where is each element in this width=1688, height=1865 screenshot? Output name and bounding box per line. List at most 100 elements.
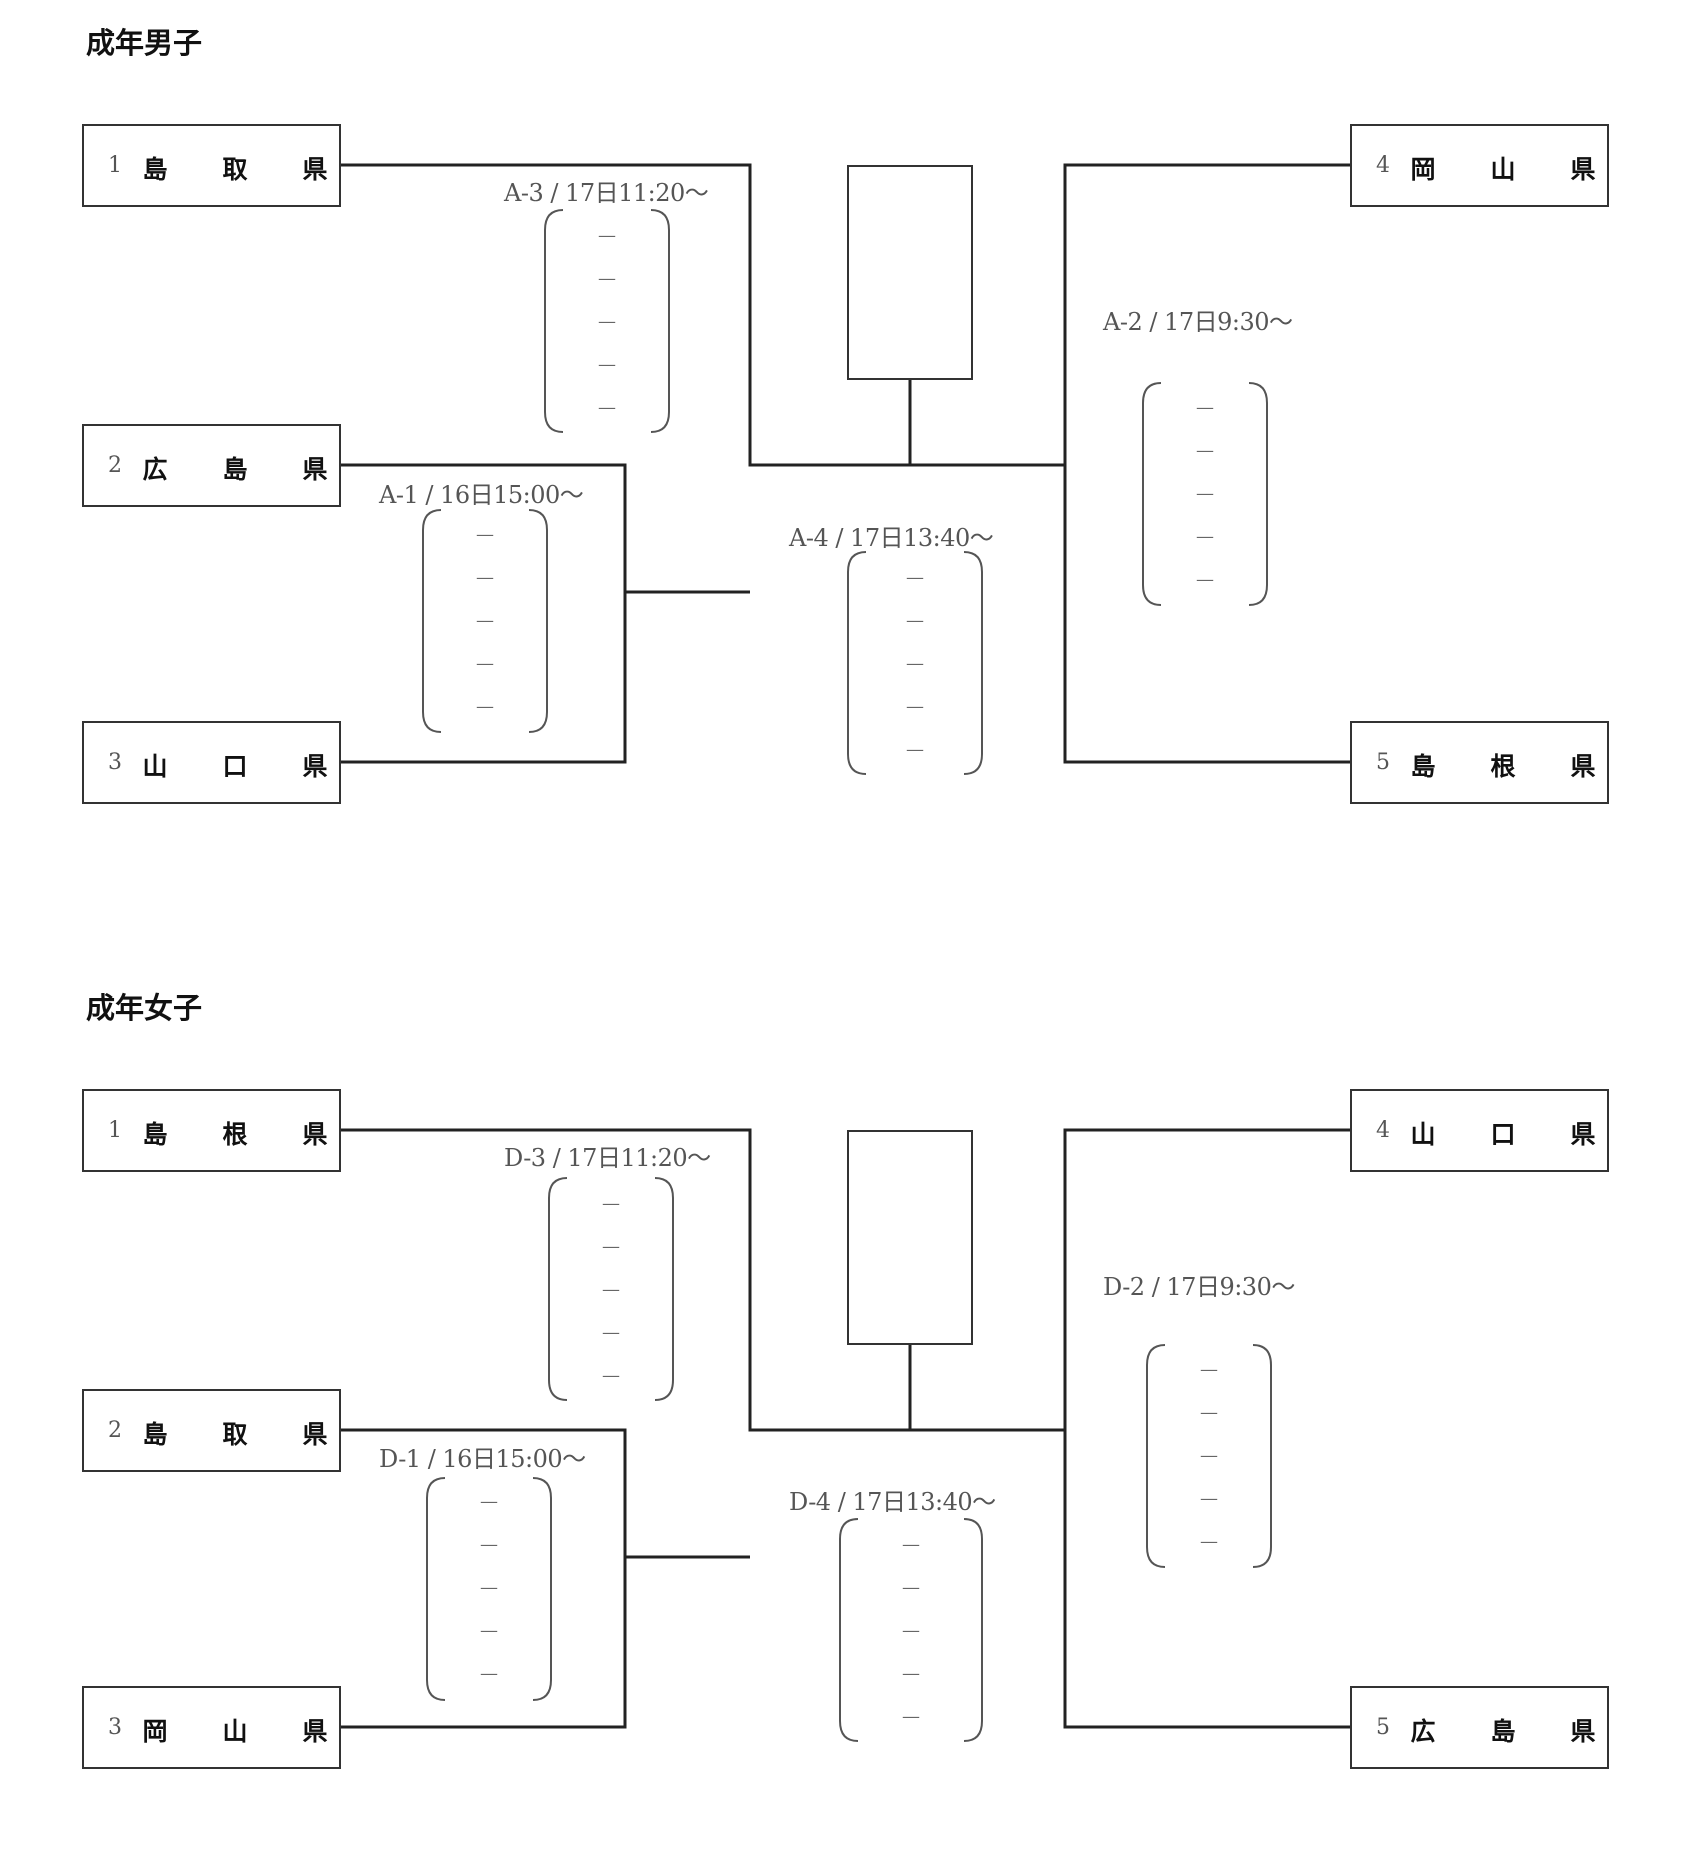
score-placeholder: —: [1200, 1402, 1218, 1423]
team-name-char: 県: [1570, 1717, 1596, 1746]
score-placeholder: —: [906, 696, 924, 717]
score-placeholder: —: [1200, 1445, 1218, 1466]
score-placeholder: —: [480, 1491, 498, 1512]
team-box: 3 岡 山 県: [82, 1686, 341, 1769]
score-placeholder: —: [476, 696, 494, 717]
score-placeholder: —: [480, 1663, 498, 1684]
score-placeholder: —: [1200, 1488, 1218, 1509]
line-d1-pair: [341, 1428, 627, 1729]
score-placeholder: —: [906, 739, 924, 760]
line-a1-pair: [341, 463, 627, 764]
team-name-char: 山: [142, 752, 168, 781]
team-name-char: 取: [222, 1420, 248, 1449]
team-name-char: 山: [1410, 1120, 1436, 1149]
paren-a1-right: [528, 509, 548, 733]
team-name-char: 県: [1570, 155, 1596, 184]
section-title: 成年女子: [86, 991, 203, 1025]
match-label: A-1 / 16日15:00〜: [379, 481, 584, 509]
paren-d3-left: [548, 1177, 568, 1401]
score-placeholder: —: [902, 1577, 920, 1598]
score-placeholder: —: [1196, 440, 1214, 461]
team-name-char: 根: [1490, 752, 1516, 781]
score-placeholder: —: [602, 1322, 620, 1343]
team-box: 1 島 根 県: [82, 1089, 341, 1172]
score-placeholder: —: [1200, 1531, 1218, 1552]
paren-a3-right: [650, 209, 670, 433]
team-name-char: 県: [302, 1120, 328, 1149]
team-name-char: 山: [222, 1717, 248, 1746]
team-seed: 3: [108, 1715, 122, 1740]
team-seed: 4: [1376, 1118, 1390, 1143]
team-name-char: 広: [1410, 1717, 1436, 1746]
score-placeholder: —: [480, 1534, 498, 1555]
score-placeholder: —: [602, 1279, 620, 1300]
paren-d1-right: [532, 1477, 552, 1701]
team-seed: 1: [108, 153, 122, 178]
score-placeholder: —: [476, 610, 494, 631]
team-box: 4 山 口 県: [1350, 1089, 1609, 1172]
team-name-char: 口: [1490, 1120, 1516, 1149]
paren-d2-right: [1252, 1344, 1272, 1568]
team-seed: 2: [108, 453, 122, 478]
team-name-char: 広: [142, 455, 168, 484]
score-placeholder: —: [602, 1236, 620, 1257]
team-name-char: 県: [302, 155, 328, 184]
paren-d2-left: [1146, 1344, 1166, 1568]
team-name-char: 県: [302, 1420, 328, 1449]
team-box: 5 島 根 県: [1350, 721, 1609, 804]
team-name-char: 島: [142, 1420, 168, 1449]
team-box: 2 島 取 県: [82, 1389, 341, 1472]
team-seed: 4: [1376, 153, 1390, 178]
score-placeholder: —: [598, 354, 616, 375]
score-placeholder: —: [1196, 526, 1214, 547]
team-box: 5 広 島 県: [1350, 1686, 1609, 1769]
team-name-char: 島: [1490, 1717, 1516, 1746]
score-placeholder: —: [598, 225, 616, 246]
team-name-char: 山: [1490, 155, 1516, 184]
score-placeholder: —: [1200, 1359, 1218, 1380]
team-box: 2 広 島 県: [82, 424, 341, 507]
score-placeholder: —: [598, 397, 616, 418]
team-name-char: 県: [1570, 752, 1596, 781]
team-name-char: 県: [1570, 1120, 1596, 1149]
paren-a1-left: [422, 509, 442, 733]
team-name-char: 岡: [142, 1717, 168, 1746]
team-name-char: 県: [302, 752, 328, 781]
team-name-char: 取: [222, 155, 248, 184]
score-placeholder: —: [602, 1365, 620, 1386]
score-placeholder: —: [906, 610, 924, 631]
team-box: 1 島 取 県: [82, 124, 341, 207]
team-name-char: 島: [142, 1120, 168, 1149]
bracket-section-men: 成年男子 1 島 取 県 2 広 島 県: [0, 0, 1688, 900]
paren-a4-left: [847, 551, 867, 775]
paren-d3-right: [654, 1177, 674, 1401]
team-name-char: 島: [1410, 752, 1436, 781]
score-placeholder: —: [1196, 483, 1214, 504]
match-label: A-2 / 17日9:30〜: [1103, 308, 1293, 336]
score-placeholder: —: [902, 1706, 920, 1727]
paren-d4-left: [839, 1518, 859, 1742]
winner-box: [847, 1130, 973, 1345]
team-seed: 5: [1376, 750, 1390, 775]
score-placeholder: —: [906, 567, 924, 588]
team-box: 3 山 口 県: [82, 721, 341, 804]
score-placeholder: —: [480, 1620, 498, 1641]
score-placeholder: —: [602, 1193, 620, 1214]
match-label: D-3 / 17日11:20〜: [504, 1144, 711, 1172]
team-name-char: 根: [222, 1120, 248, 1149]
team-name-char: 島: [142, 155, 168, 184]
score-placeholder: —: [1196, 569, 1214, 590]
match-label: A-3 / 17日11:20〜: [504, 179, 709, 207]
team-name-char: 県: [302, 455, 328, 484]
team-name-char: 県: [302, 1717, 328, 1746]
score-placeholder: —: [906, 653, 924, 674]
team-seed: 2: [108, 1418, 122, 1443]
score-placeholder: —: [476, 653, 494, 674]
match-label: D-2 / 17日9:30〜: [1103, 1273, 1295, 1301]
paren-d4-right: [963, 1518, 983, 1742]
match-label: D-1 / 16日15:00〜: [379, 1445, 586, 1473]
score-placeholder: —: [902, 1663, 920, 1684]
bracket-lines: [341, 1128, 1350, 1742]
team-name-char: 口: [222, 752, 248, 781]
line-d2-pair: [1063, 1128, 1350, 1729]
